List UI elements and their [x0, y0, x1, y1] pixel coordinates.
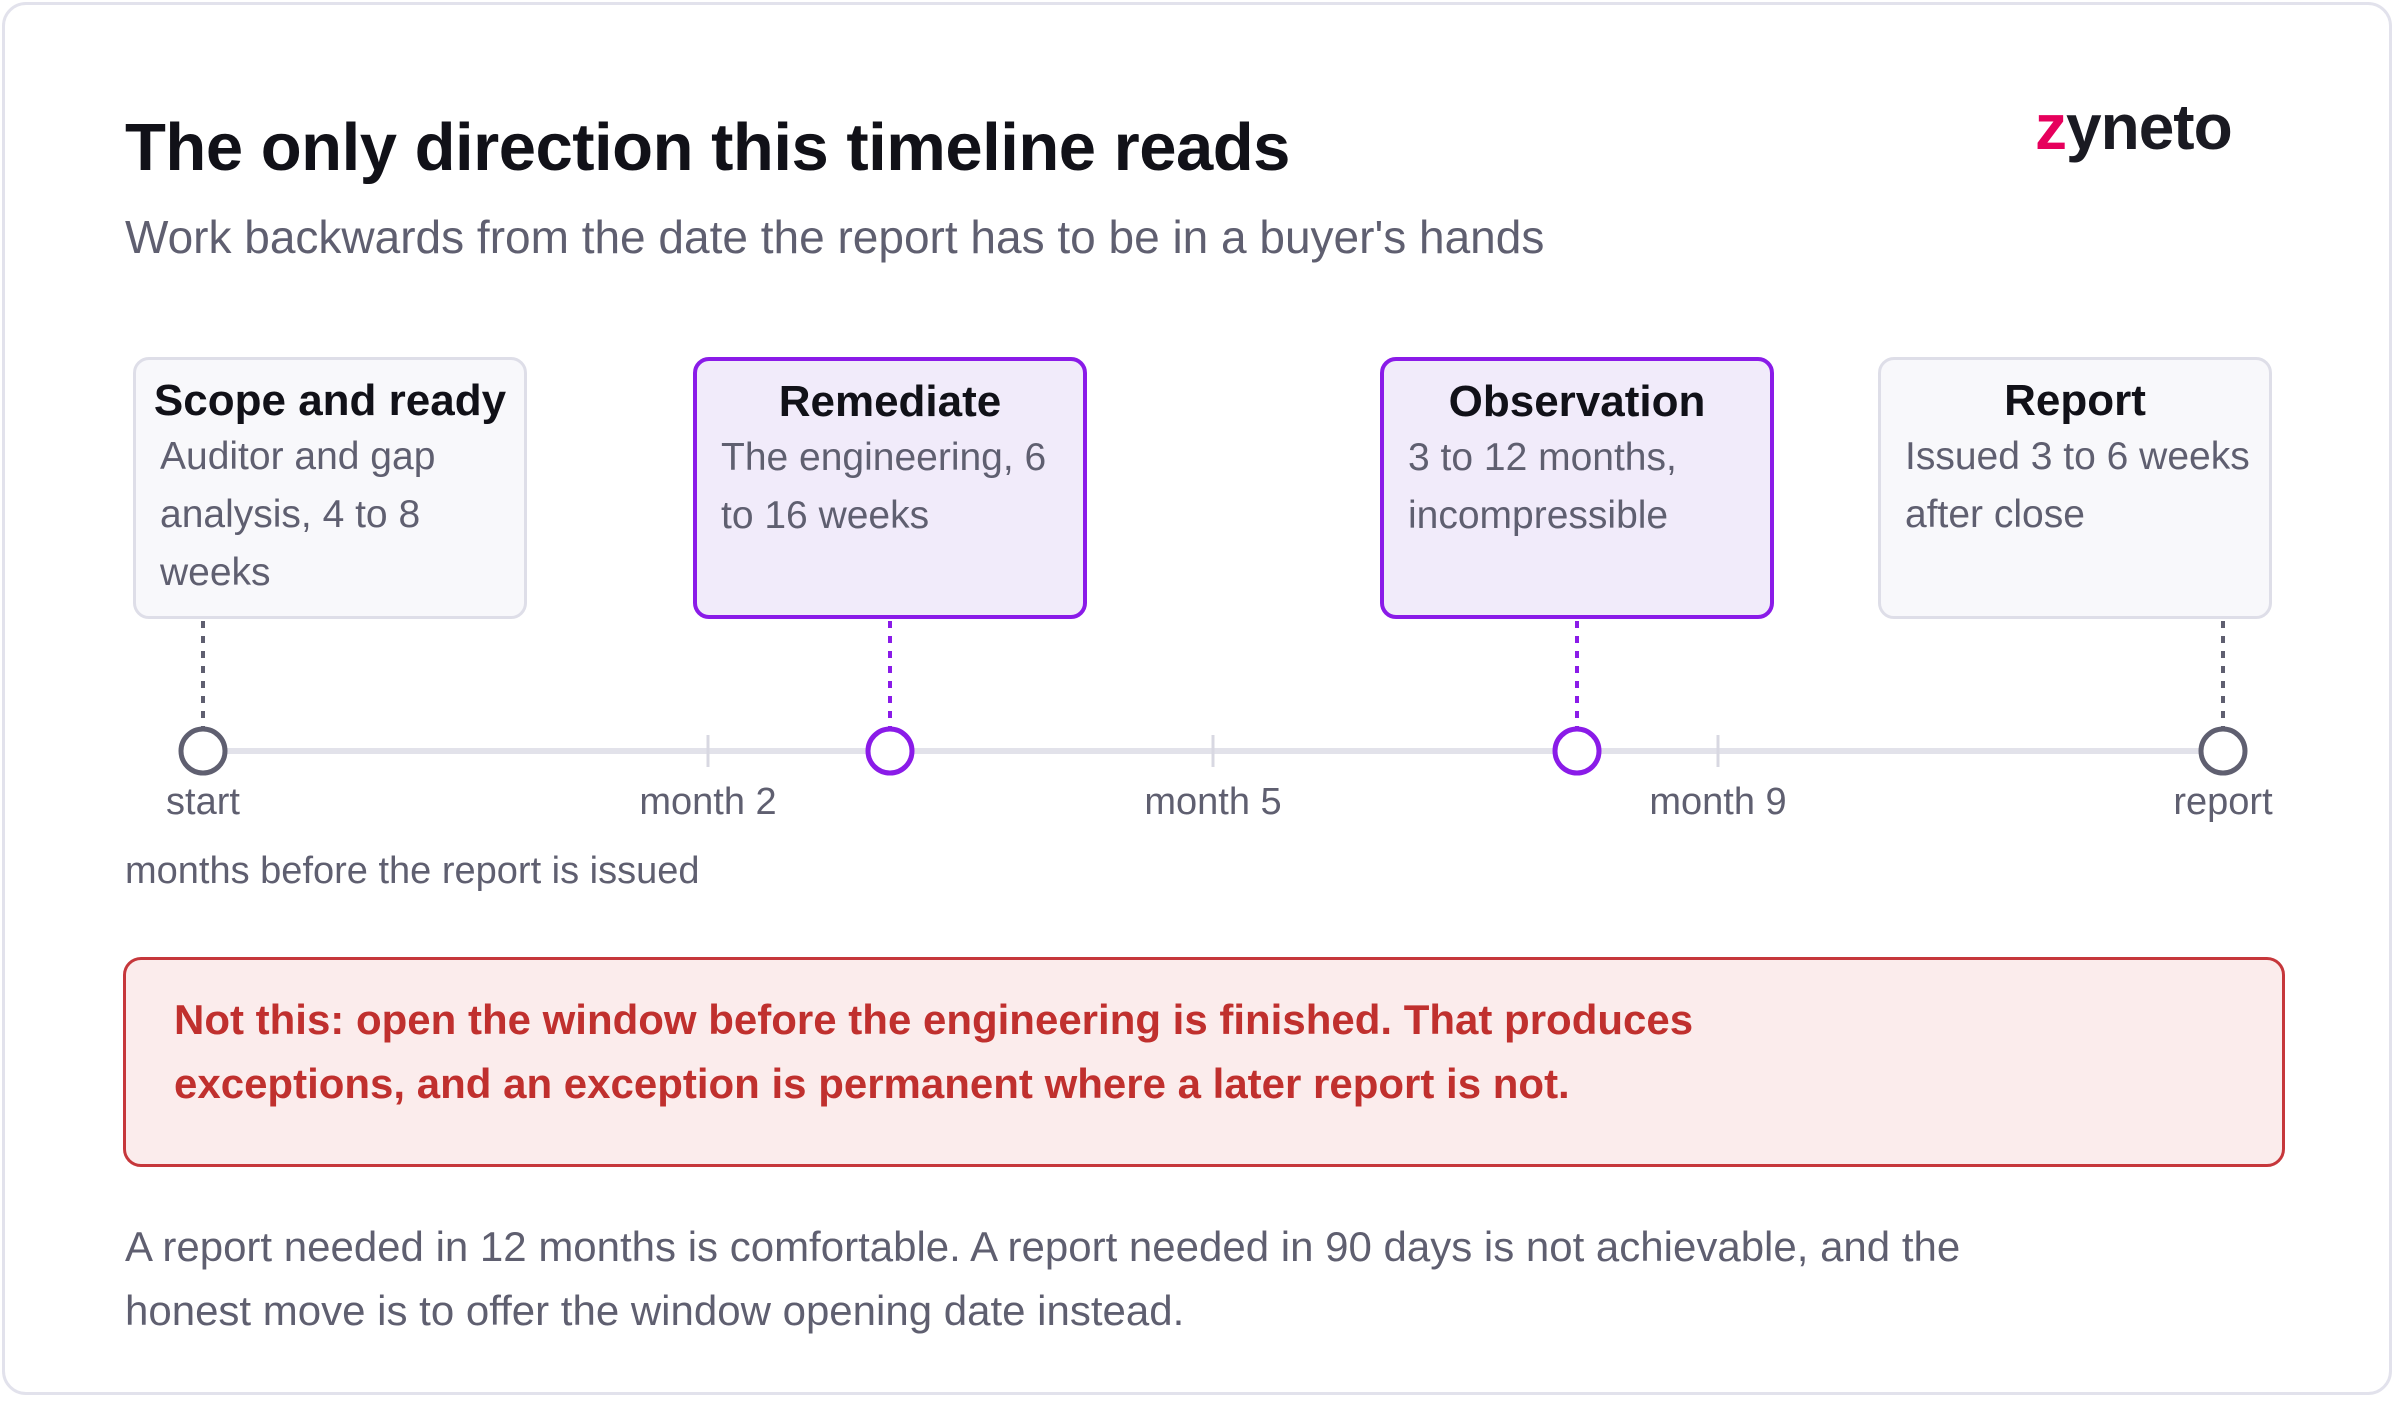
tick-label-report: report — [2173, 781, 2273, 823]
marker-remediate — [865, 726, 915, 776]
stage-box-report: Report Issued 3 to 6 weeks after close — [1878, 357, 2272, 619]
tick-label-start: start — [166, 781, 240, 823]
axis-caption: months before the report is issued — [125, 850, 700, 892]
tick-label-month-5: month 5 — [1144, 781, 1282, 823]
warning-callout: Not this: open the window before the eng… — [123, 957, 2285, 1167]
stage-title: Observation — [1448, 377, 1706, 426]
marker-start — [178, 726, 228, 776]
stage-box-observation: Observation 3 to 12 months, incompressib… — [1380, 357, 1774, 619]
stage-title: Remediate — [778, 377, 1002, 426]
footer-note: A report needed in 12 months is comforta… — [125, 1223, 1961, 1334]
stage-title: Report — [2004, 376, 2146, 425]
tick-label-month-9: month 9 — [1649, 781, 1787, 823]
warning-text: Not this: open the window before the eng… — [174, 996, 1694, 1107]
page-subtitle: Work backwards from the date the report … — [125, 211, 1545, 263]
zyneto-logo: zyneto — [2035, 90, 2275, 170]
tick-label-month-2: month 2 — [639, 781, 777, 823]
stage-box-scope: Scope and ready Auditor and gap analysis… — [133, 357, 527, 619]
logo-rest: yneto — [2066, 91, 2233, 163]
marker-observation — [1552, 726, 1602, 776]
logo-wordmark: zyneto — [2035, 90, 2233, 164]
stage-box-remediate: Remediate The engineering, 6 to 16 weeks — [693, 357, 1087, 619]
page-title: The only direction this timeline reads — [125, 110, 1290, 185]
stage-description: Issued 3 to 6 weeks after close — [1905, 435, 2250, 536]
logo-letter-z: z — [2035, 91, 2067, 163]
stage-description: Auditor and gap analysis, 4 to 8 weeks — [160, 435, 436, 594]
stage-description: 3 to 12 months, incompressible — [1408, 436, 1677, 537]
stage-description: The engineering, 6 to 16 weeks — [721, 436, 1047, 537]
marker-report — [2198, 726, 2248, 776]
stage-title: Scope and ready — [153, 376, 507, 425]
